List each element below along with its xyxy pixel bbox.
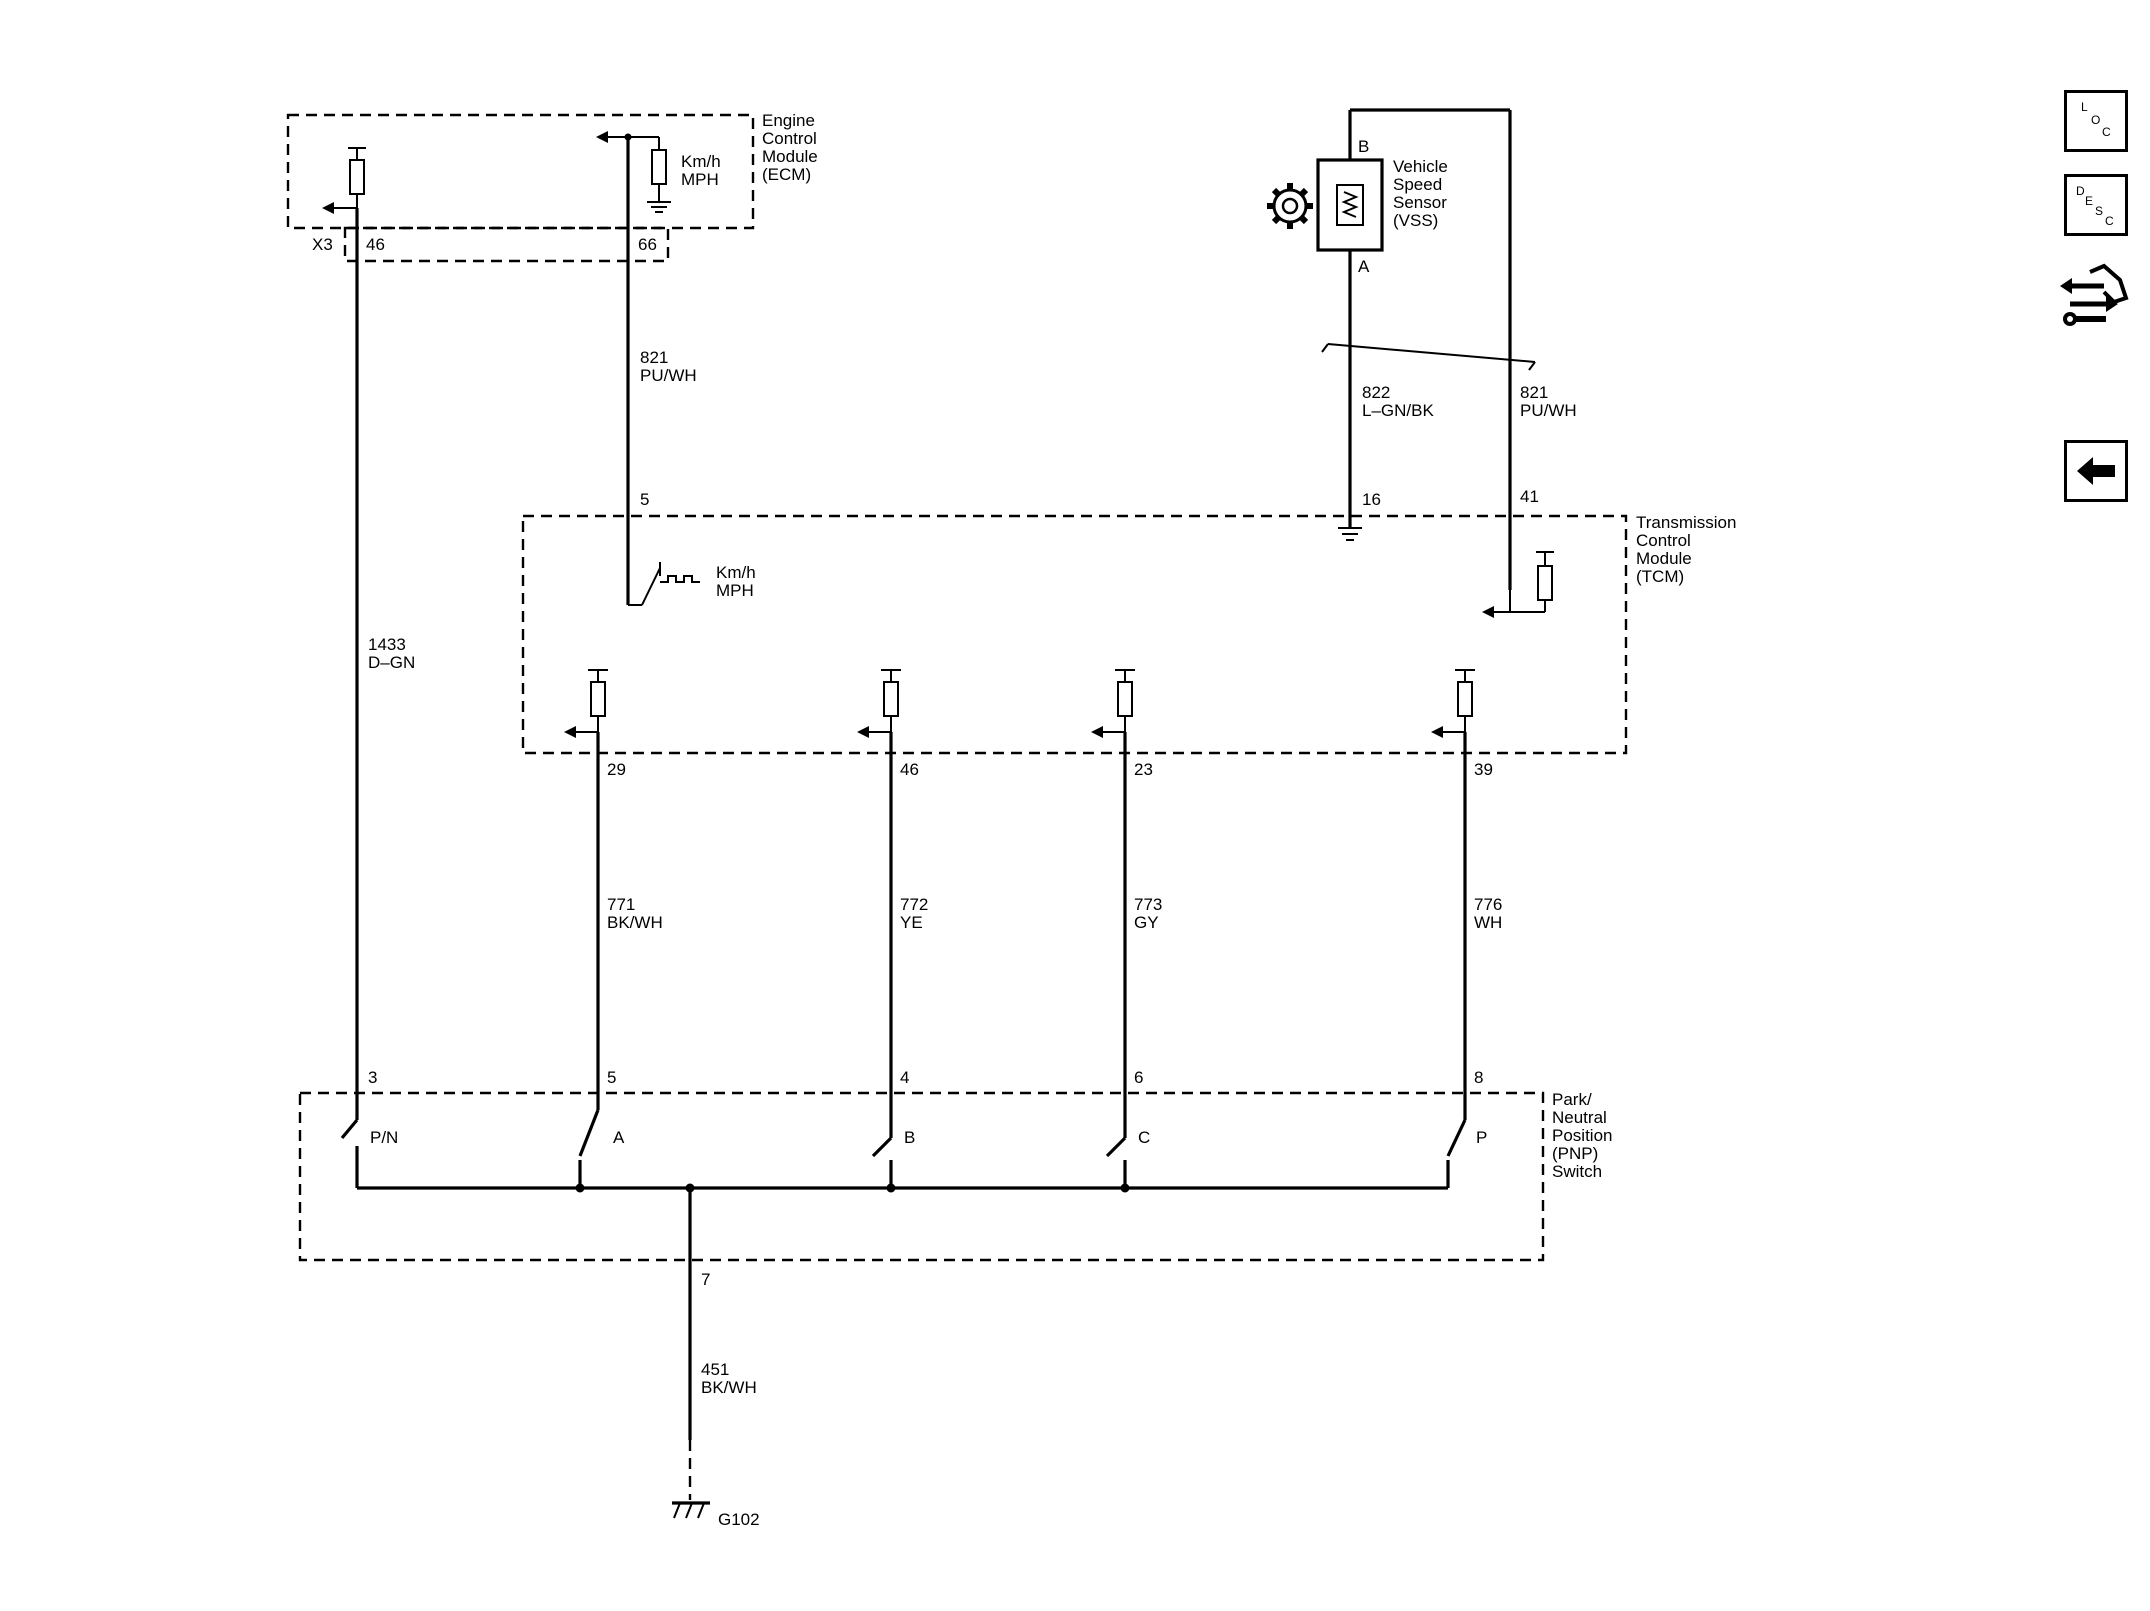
wire-821-right-color: PU/WH xyxy=(1520,401,1577,420)
tcm-input-29 xyxy=(564,669,608,738)
back-button[interactable] xyxy=(2064,440,2128,502)
wire-821-ecm-to-tcm: 821 PU/WH 5 xyxy=(626,137,697,605)
vss-label-2: Speed xyxy=(1393,175,1442,194)
tcm-input-23 xyxy=(1091,669,1135,738)
wire-773-circuit: 773 xyxy=(1134,895,1162,914)
vehicle-speed-sensor: B A Vehicle Speed Sensor (VSS) xyxy=(1267,108,1510,276)
tcm-label-2: Control xyxy=(1636,531,1691,550)
pnp-label-3: Position xyxy=(1552,1126,1612,1145)
pnp-label-1: Park/ xyxy=(1552,1090,1592,1109)
pnp-pin-3: 3 xyxy=(368,1068,377,1087)
switch-position-p: P xyxy=(1476,1128,1487,1147)
connector-tool-icon[interactable] xyxy=(2060,258,2132,336)
wire-821-right-circuit: 821 xyxy=(1520,383,1548,402)
tcm-speed-label-2: MPH xyxy=(716,581,754,600)
desc-letter-d: D xyxy=(2076,184,2085,198)
switch-position-c: C xyxy=(1138,1128,1150,1147)
wire-773-color: GY xyxy=(1134,913,1159,932)
switch-position-b: B xyxy=(904,1128,915,1147)
tcm-label-1: Transmission xyxy=(1636,513,1736,532)
pnp-switch: Park/ Neutral Position (PNP) Switch P/N … xyxy=(298,1090,1612,1262)
connector-x3-label: X3 xyxy=(312,235,333,254)
tcm-input-39 xyxy=(1431,669,1475,738)
desc-letter-e: E xyxy=(2085,194,2093,208)
desc-letter-c: C xyxy=(2105,214,2114,228)
ecm-label-1: Engine xyxy=(762,111,815,130)
description-button[interactable]: D E S C xyxy=(2064,174,2128,236)
switch-position-pn: P/N xyxy=(370,1128,398,1147)
wire-772-circuit: 772 xyxy=(900,895,928,914)
tcm-pin-39: 39 xyxy=(1474,760,1493,779)
loc-letter-o: O xyxy=(2091,113,2100,127)
wire-821-top-color: PU/WH xyxy=(640,366,697,385)
wire-821-top-circuit: 821 xyxy=(640,348,668,367)
tcm-pin-41: 41 xyxy=(1520,487,1539,506)
tcm-input-46 xyxy=(857,669,901,738)
ecm-speed-label-2: MPH xyxy=(681,170,719,189)
ecm-label-2: Control xyxy=(762,129,817,148)
pnp-pin-5: 5 xyxy=(607,1068,616,1087)
pnp-pin-4: 4 xyxy=(900,1068,909,1087)
ecm-speed-label-1: Km/h xyxy=(681,152,721,171)
gear-icon xyxy=(1267,183,1313,229)
loc-letter-c: C xyxy=(2102,125,2111,139)
pnp-label-2: Neutral xyxy=(1552,1108,1607,1127)
tcm-label-4: (TCM) xyxy=(1636,567,1684,586)
vss-label-4: (VSS) xyxy=(1393,211,1438,230)
tcm-pin-5: 5 xyxy=(640,490,649,509)
wire-776-circuit: 776 xyxy=(1474,895,1502,914)
wire-822-circuit: 822 xyxy=(1362,383,1390,402)
vss-pin-b: B xyxy=(1358,137,1369,156)
ground-label: G102 xyxy=(718,1510,760,1529)
tcm-pin-16: 16 xyxy=(1362,490,1381,509)
ecm-label-4: (ECM) xyxy=(762,165,811,184)
wire-772-color: YE xyxy=(900,913,923,932)
vss-label-1: Vehicle xyxy=(1393,157,1448,176)
wire-771-color: BK/WH xyxy=(607,913,663,932)
tcm-pin-23: 23 xyxy=(1134,760,1153,779)
wire-451-color: BK/WH xyxy=(701,1378,757,1397)
wire-1433-circuit: 1433 xyxy=(368,635,406,654)
tcm-pin-29: 29 xyxy=(607,760,626,779)
vss-pin-a: A xyxy=(1358,257,1370,276)
desc-letter-s: S xyxy=(2095,204,2103,218)
vss-label-3: Sensor xyxy=(1393,193,1447,212)
tcm-module: Transmission Control Module (TCM) Km/h M… xyxy=(521,513,1736,779)
loc-letter-l: L xyxy=(2081,100,2088,114)
back-arrow-icon xyxy=(2077,457,2115,485)
ground-g102: 7 451 BK/WH G102 xyxy=(672,1188,760,1529)
wire-771-circuit: 771 xyxy=(607,895,635,914)
wire-776-color: WH xyxy=(1474,913,1502,932)
ecm-pin-66: 66 xyxy=(638,235,657,254)
tcm-pin-46: 46 xyxy=(900,760,919,779)
tcm-speed-label-1: Km/h xyxy=(716,563,756,582)
wire-451-circuit: 451 xyxy=(701,1360,729,1379)
pnp-label-5: Switch xyxy=(1552,1162,1602,1181)
pnp-pin-7: 7 xyxy=(701,1270,710,1289)
switch-position-a: A xyxy=(613,1128,625,1147)
pnp-label-4: (PNP) xyxy=(1552,1144,1598,1163)
pnp-pin-8: 8 xyxy=(1474,1068,1483,1087)
pnp-pin-6: 6 xyxy=(1134,1068,1143,1087)
tcm-label-3: Module xyxy=(1636,549,1692,568)
ecm-module: Engine Control Module (ECM) Km/h MPH X3 … xyxy=(286,111,818,263)
location-button[interactable]: L O C xyxy=(2064,90,2128,152)
wire-1433-color: D–GN xyxy=(368,653,415,672)
ecm-pin-46: 46 xyxy=(366,235,385,254)
wire-822-color: L–GN/BK xyxy=(1362,401,1434,420)
vss-wires: 822 L–GN/BK 821 PU/WH 16 41 xyxy=(1321,110,1577,590)
ecm-label-3: Module xyxy=(762,147,818,166)
pnp-wires: 1433 D–GN 771 BK/WH 772 YE 773 GY 776 WH… xyxy=(355,208,1502,1138)
